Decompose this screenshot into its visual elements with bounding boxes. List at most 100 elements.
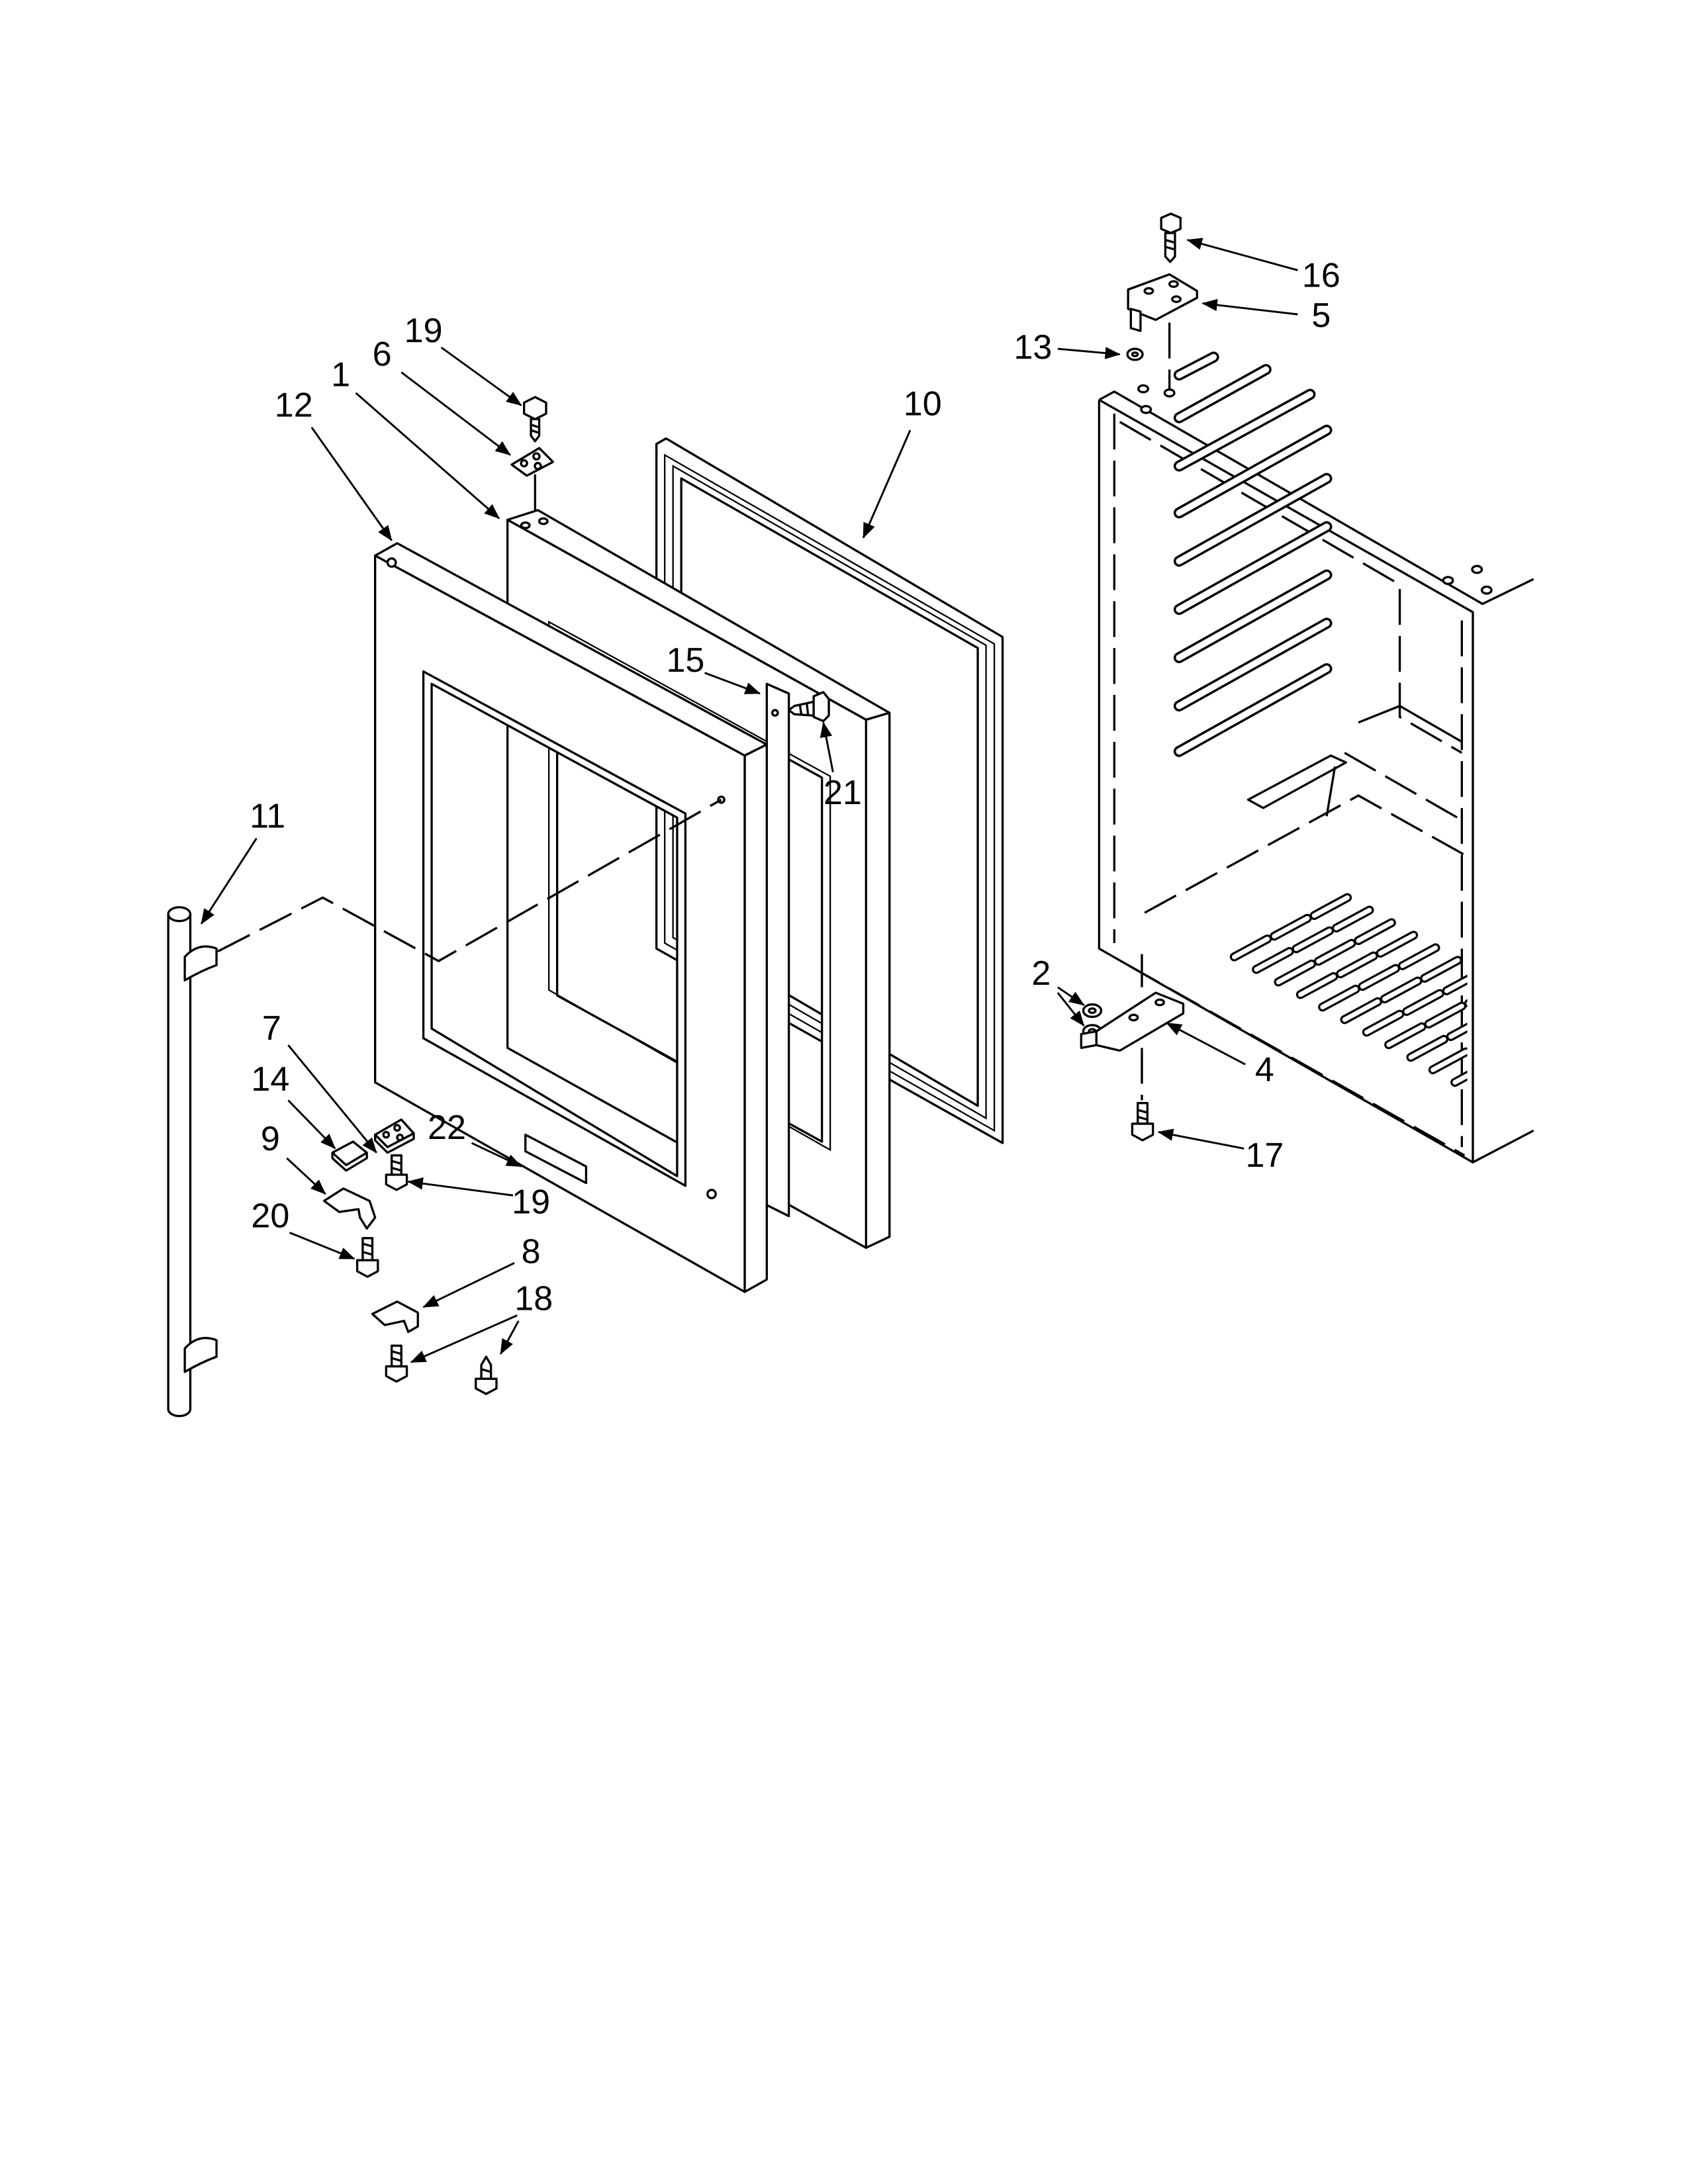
- callout-label-18: 18: [514, 1279, 553, 1318]
- leader-arrow-5: [1201, 298, 1298, 316]
- bottom-hinge-4-plate: [1095, 991, 1185, 1052]
- hinge-screw-16-shaft: [1164, 232, 1176, 263]
- callout-label-11: 11: [250, 797, 285, 835]
- hinge-screw-19-shaft: [530, 418, 541, 443]
- callout-label-15: 15: [666, 641, 704, 680]
- callout-label-7: 7: [262, 1009, 281, 1048]
- callout-label-21: 21: [823, 774, 862, 812]
- liner-hole: [538, 517, 549, 525]
- cabinet: [1098, 351, 1534, 1163]
- leader-arrow-10: [862, 430, 912, 539]
- door-handle-11: [167, 798, 722, 1418]
- leader-arrow-16: [1186, 238, 1298, 271]
- hinge-spacer-14: [331, 1140, 368, 1172]
- screw-21-shaft: [788, 700, 815, 717]
- cabinet-hole: [1442, 576, 1454, 585]
- leader-arrow-22: [471, 1142, 522, 1167]
- leader-arrow-2-upper: [1057, 986, 1085, 1006]
- hinge-hole: [520, 459, 528, 468]
- callout-label-6: 6: [373, 335, 392, 373]
- callout-label-19-top: 19: [404, 312, 443, 350]
- leader-arrow-2-lower: [1056, 992, 1085, 1026]
- bottom-hinge-assembly-right: [1080, 954, 1185, 1142]
- hinge-hole: [382, 1130, 391, 1139]
- leader-arrow-18-b: [499, 1320, 520, 1355]
- top-hinge-5-pin: [1129, 308, 1142, 332]
- callout-label-12: 12: [275, 387, 313, 425]
- cabinet-hole: [1163, 388, 1176, 398]
- cabinet-hole: [1480, 585, 1493, 595]
- leader-arrow-14: [287, 1099, 336, 1150]
- hinge-hole: [534, 461, 542, 471]
- leader-arrow-17: [1157, 1128, 1244, 1150]
- callout-label-9: 9: [261, 1120, 280, 1158]
- leader-arrow-11: [200, 837, 258, 925]
- handle-standoff-upper: [183, 945, 218, 981]
- top-hinge-assembly-left: [510, 396, 555, 513]
- bottom-hinge-4-knuckle: [1080, 1030, 1098, 1050]
- handle-mounting-line: [217, 798, 722, 962]
- leader-arrow-19-top: [440, 346, 522, 406]
- top-hinge-assembly-right: [1126, 212, 1199, 389]
- leader-arrow-12: [310, 426, 393, 541]
- hinge-6-plate: [510, 447, 555, 477]
- screw-18-b-shaft: [480, 1355, 492, 1380]
- hinge-screw-20-shaft: [361, 1237, 374, 1261]
- callout-label-16: 16: [1302, 257, 1340, 295]
- leader-arrow-6: [400, 371, 511, 456]
- washer-2-upper-hole: [1088, 1007, 1097, 1015]
- shelf-rail: [1246, 754, 1348, 809]
- door-strip-15: [765, 682, 790, 1218]
- washer-13-hole: [1131, 351, 1139, 357]
- bottom-hinge-assembly-left: [322, 1118, 498, 1395]
- screw-18-b-head: [475, 1377, 498, 1395]
- hinge-screw-20-head: [355, 1259, 379, 1278]
- leader-arrow-13: [1057, 347, 1121, 359]
- hinge-hole: [532, 452, 541, 461]
- screw-18-a-shaft: [391, 1344, 402, 1368]
- cabinet-hole: [1137, 384, 1150, 394]
- hinge-hole: [396, 1133, 404, 1142]
- leader-arrow-15: [704, 672, 761, 695]
- floor-vent-grid: [1229, 893, 1468, 1087]
- hinge-bracket-9: [322, 1187, 377, 1230]
- liner-inner-recess: [548, 620, 831, 1152]
- hinge-hole: [1154, 998, 1166, 1007]
- hinge-hole: [1168, 280, 1179, 288]
- leader-arrow-20: [289, 1232, 355, 1260]
- liner-hole: [520, 521, 531, 529]
- hinge-bracket-8: [371, 1300, 419, 1334]
- callout-label-20: 20: [251, 1197, 289, 1235]
- screw-21-head: [812, 691, 830, 723]
- callout-label-19-bottom: 19: [512, 1183, 550, 1222]
- hinge-screw-16-head: [1160, 212, 1182, 234]
- cabinet-hole: [1471, 565, 1483, 574]
- callout-labels: 19 6 1 12 10 15 21 11 7 14 22 9 19 20 8 …: [250, 257, 1340, 1318]
- panel-side-face: [743, 743, 769, 1293]
- nameplate-22: [524, 1133, 588, 1185]
- panel-hole-top: [386, 557, 397, 568]
- leader-arrow-18-a: [410, 1314, 518, 1363]
- callout-label-1: 1: [331, 356, 350, 394]
- hinge-hole: [1143, 287, 1154, 295]
- top-hinge-5-plate: [1127, 273, 1199, 322]
- leader-arrow-21: [820, 721, 834, 772]
- callout-label-17: 17: [1245, 1136, 1284, 1175]
- panel-hole-bottom: [706, 1189, 717, 1200]
- callout-label-13: 13: [1013, 328, 1052, 367]
- hinge-hole: [393, 1124, 401, 1132]
- callout-label-4: 4: [1255, 1051, 1274, 1089]
- callout-label-8: 8: [522, 1233, 541, 1271]
- leader-arrow-7: [287, 1044, 377, 1154]
- shelf-slots-inner: [1176, 353, 1330, 755]
- panel-window-trim: [422, 670, 687, 1187]
- hinge-hole: [1128, 1013, 1139, 1022]
- door-front-panel-12: [374, 542, 769, 1293]
- shelf-rail-support: [1325, 705, 1463, 817]
- callout-label-2: 2: [1031, 954, 1051, 993]
- hinge-screw-19-lower-shaft: [391, 1154, 402, 1176]
- strip-hole: [771, 709, 779, 717]
- cabinet-inner-frame-dashed: [1113, 414, 1466, 1157]
- strip-body: [765, 682, 790, 1218]
